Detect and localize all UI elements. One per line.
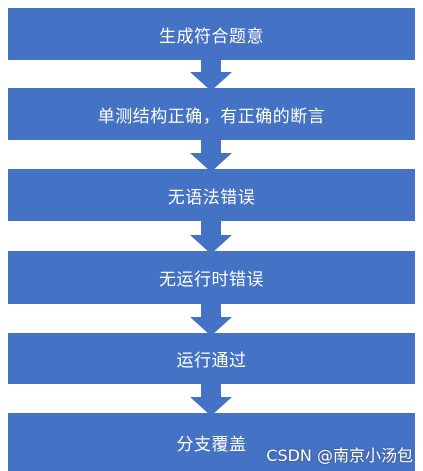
down-arrow-icon — [190, 57, 232, 91]
step-box-2: 单测结构正确，有正确的断言 — [8, 88, 415, 140]
step-box-3: 无语法错误 — [8, 169, 415, 221]
step-label-2: 单测结构正确，有正确的断言 — [97, 106, 326, 127]
step-label-6: 分支覆盖 — [176, 434, 247, 455]
down-arrow-icon — [190, 301, 232, 336]
step-label-4: 无运行时错误 — [159, 270, 264, 290]
step-label-5: 运行通过 — [176, 351, 247, 371]
down-arrow-icon — [190, 381, 232, 416]
down-arrow-icon — [190, 137, 232, 172]
step-box-1: 生成符合题意 — [8, 8, 415, 60]
step-box-4: 无运行时错误 — [8, 251, 415, 304]
step-label-3: 无语法错误 — [167, 187, 256, 208]
step-box-5: 运行通过 — [8, 333, 415, 384]
down-arrow-icon — [190, 218, 232, 254]
watermark: CSDN @南京小汤包 — [266, 446, 413, 465]
step-label-1: 生成符合题意 — [159, 26, 264, 47]
step-box-6: 分支覆盖 — [8, 413, 415, 471]
